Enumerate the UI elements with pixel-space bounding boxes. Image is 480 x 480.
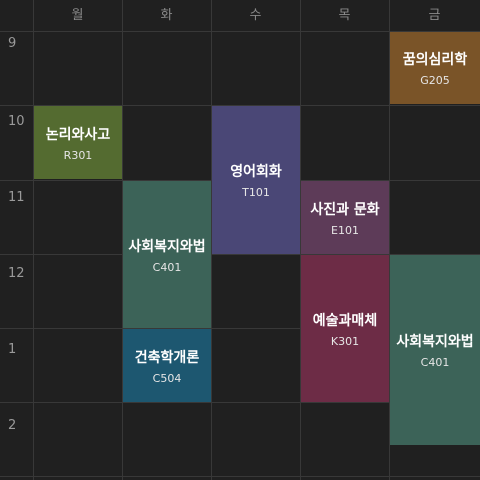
course-room: G205 xyxy=(420,74,450,87)
course-block[interactable]: 사진과 문화 E101 xyxy=(301,181,389,254)
hour-label: 1 xyxy=(8,342,17,357)
course-room: C504 xyxy=(152,371,182,385)
course-name: 영어회화 xyxy=(230,164,282,180)
course-room: K301 xyxy=(330,334,360,348)
course-name: 사회복지와법 xyxy=(396,334,474,350)
day-header-wed: 수 xyxy=(249,8,262,23)
grid-line xyxy=(211,0,212,480)
grid-line xyxy=(0,328,480,329)
grid-line xyxy=(0,105,480,106)
course-room: C401 xyxy=(420,356,450,369)
course-name: 논리와사고 xyxy=(45,126,111,143)
course-name: 꿈의심리학 xyxy=(402,52,468,68)
course-name: 건축학개론 xyxy=(134,349,200,366)
course-block[interactable]: 영어회화 T101 xyxy=(212,106,300,254)
grid-line xyxy=(389,0,390,480)
grid-line xyxy=(33,0,34,480)
hour-label: 10 xyxy=(8,114,25,129)
grid-line xyxy=(0,254,480,255)
course-room: E101 xyxy=(331,223,359,237)
course-block[interactable]: 예술과매체 K301 xyxy=(301,255,389,402)
grid-line xyxy=(0,402,480,403)
course-block[interactable]: 건축학개론 C504 xyxy=(123,329,211,402)
course-room: T101 xyxy=(242,186,270,199)
course-name: 사진과 문화 xyxy=(310,201,380,218)
course-block[interactable]: 꿈의심리학 G205 xyxy=(390,32,480,104)
day-header-fri: 금 xyxy=(428,8,441,23)
course-block[interactable]: 사회복지와법 C401 xyxy=(390,255,480,445)
hour-label: 11 xyxy=(8,190,25,205)
day-header-thu: 목 xyxy=(338,8,351,23)
course-block[interactable]: 사회복지와법 C401 xyxy=(123,181,211,328)
hour-label: 12 xyxy=(8,266,25,281)
grid-line xyxy=(300,0,301,480)
grid-line xyxy=(0,31,480,32)
course-block[interactable]: 논리와사고 R301 xyxy=(34,106,122,179)
course-name: 사회복지와법 xyxy=(128,238,206,255)
hour-label: 9 xyxy=(8,36,17,51)
course-room: R301 xyxy=(63,148,93,162)
course-name: 예술과매체 xyxy=(312,312,378,329)
day-header-tue: 화 xyxy=(160,8,173,23)
grid-line xyxy=(0,476,480,477)
grid-line xyxy=(122,0,123,480)
hour-label: 2 xyxy=(8,418,17,433)
day-header-mon: 월 xyxy=(71,8,84,23)
course-room: C401 xyxy=(152,260,182,274)
